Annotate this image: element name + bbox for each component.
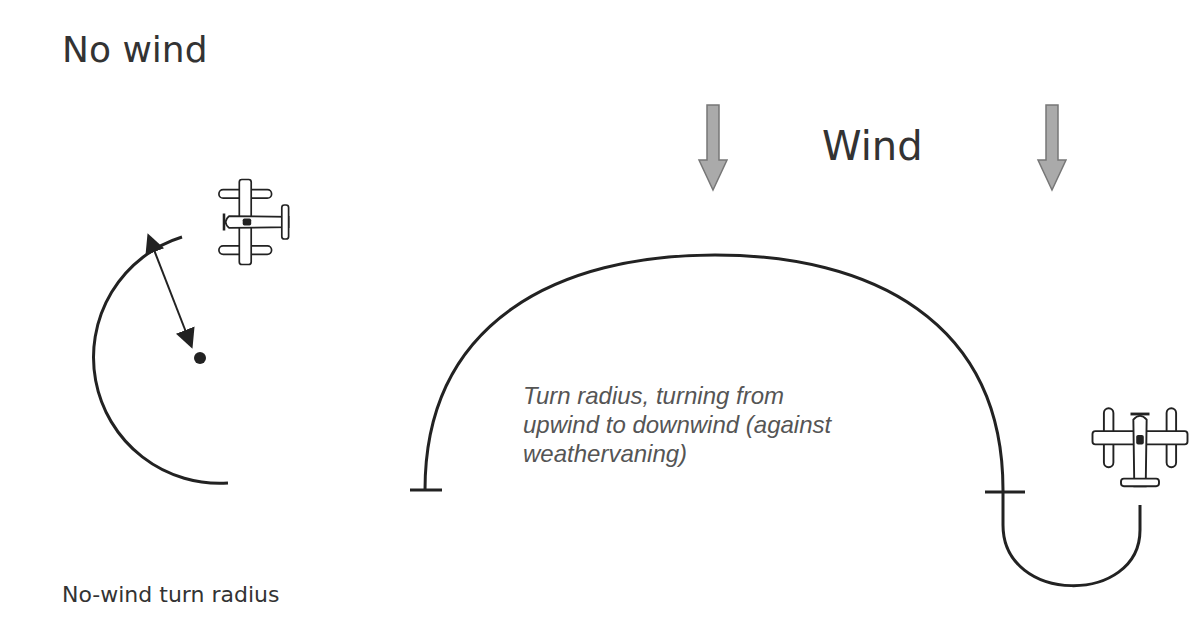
turn-path	[1003, 490, 1140, 586]
tick-mark	[985, 491, 1025, 494]
center-dot	[194, 352, 206, 364]
diagram-label: No-wind turn radius	[62, 582, 279, 608]
wind-arrow	[1038, 105, 1066, 190]
turn-arc	[425, 255, 1003, 490]
turn-arc	[94, 237, 228, 483]
radius-arrow	[149, 237, 191, 345]
seaplane	[219, 180, 289, 265]
diagram-label: No wind	[62, 28, 208, 71]
diagram-label: Wind	[822, 122, 923, 170]
diagram-label: Turn radius, turning from upwind to down…	[523, 382, 843, 468]
tick-mark	[410, 489, 442, 492]
seaplane	[1093, 408, 1188, 486]
wind-arrow	[699, 105, 727, 190]
